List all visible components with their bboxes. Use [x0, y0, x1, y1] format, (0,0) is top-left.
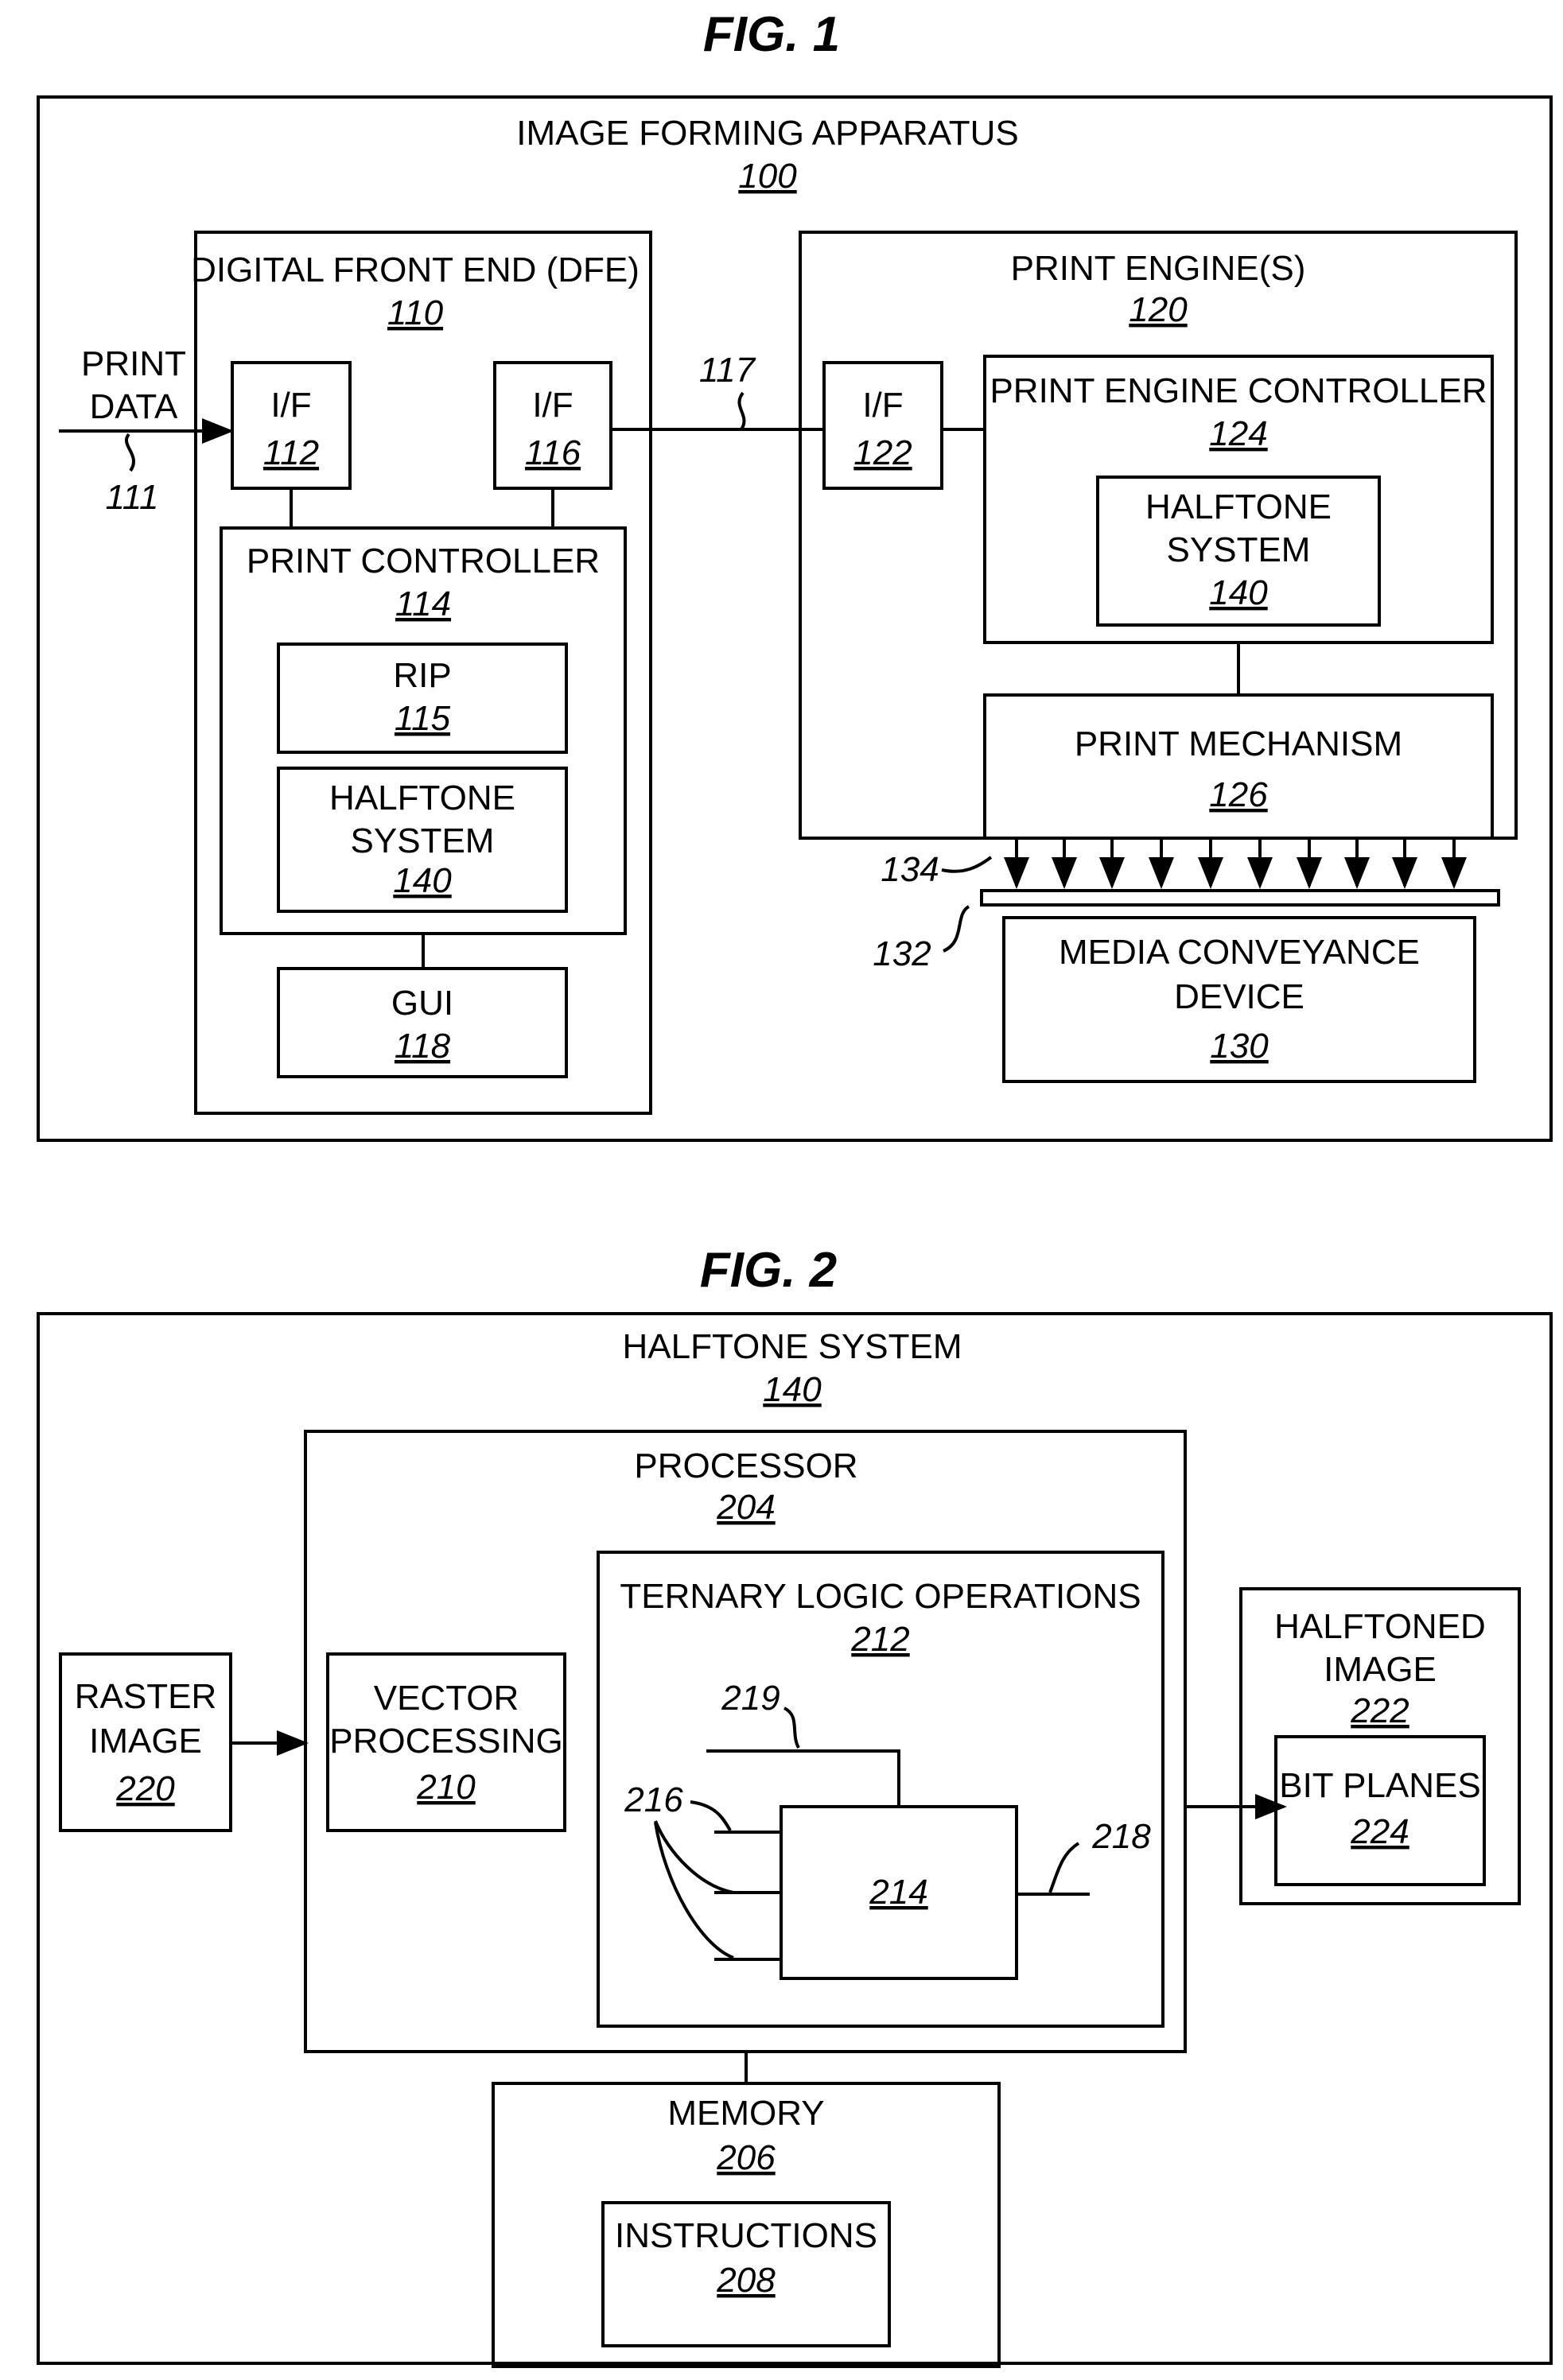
- instructions-label: INSTRUCTIONS: [615, 2216, 877, 2255]
- engine-halftone-line1: HALFTONE: [1145, 487, 1332, 526]
- apparatus-ref: 100: [738, 157, 797, 196]
- conveyance-line2: DEVICE: [1174, 977, 1304, 1016]
- engine-halftone-ref: 140: [1209, 573, 1268, 612]
- print-engine-ref: 120: [1129, 290, 1188, 329]
- interface-116: I/F 116: [495, 363, 611, 488]
- if112-label: I/F: [270, 386, 311, 425]
- if122-ref: 122: [853, 433, 912, 472]
- dfe-halftone-line2: SYSTEM: [351, 821, 495, 860]
- vector-processing-line1: VECTOR: [374, 1679, 519, 1718]
- control-input-ref: 219: [721, 1679, 780, 1718]
- nozzles-leader: [942, 857, 991, 872]
- conveyance-line1: MEDIA CONVEYANCE: [1059, 933, 1420, 972]
- print-data-leader: [126, 434, 134, 471]
- print-mechanism-ref: 126: [1209, 775, 1268, 814]
- bit-planes-ref: 224: [1350, 1812, 1409, 1851]
- logic-gate-ref: 214: [869, 1873, 927, 1912]
- rip: RIP 115: [278, 644, 566, 752]
- apparatus-label: IMAGE FORMING APPARATUS: [516, 114, 1019, 153]
- ternary-ref: 212: [850, 1620, 909, 1659]
- ternary-label: TERNARY LOGIC OPERATIONS: [620, 1577, 1141, 1616]
- bit-planes: BIT PLANES 224: [1276, 1737, 1484, 1885]
- bit-planes-box: [1276, 1737, 1484, 1885]
- bit-planes-label: BIT PLANES: [1279, 1766, 1481, 1805]
- media-conveyance-device: MEDIA CONVEYANCE DEVICE 130: [1004, 918, 1475, 1081]
- logic-gate: 214: [781, 1807, 1017, 1978]
- link-117-leader: [739, 393, 744, 429]
- raster-image-line2: IMAGE: [89, 1722, 202, 1761]
- raster-image-line1: RASTER: [75, 1677, 216, 1716]
- vector-processing: VECTOR PROCESSING 210: [328, 1654, 565, 1831]
- fig1-title: FIG. 1: [703, 7, 840, 62]
- raster-image: RASTER IMAGE 220: [60, 1654, 231, 1831]
- print-media: [982, 891, 1499, 905]
- dfe-halftone-ref: 140: [393, 861, 452, 900]
- dfe-label: DIGITAL FRONT END (DFE): [191, 250, 640, 289]
- halftoned-image-line2: IMAGE: [1324, 1650, 1437, 1689]
- raster-image-ref: 220: [115, 1769, 175, 1808]
- conveyance-ref: 130: [1210, 1027, 1269, 1066]
- dfe-halftone-line1: HALFTONE: [329, 778, 515, 817]
- halftone-system-label: HALFTONE SYSTEM: [622, 1327, 962, 1366]
- dfe-ref: 110: [387, 293, 444, 332]
- halftoned-image-ref: 222: [1350, 1691, 1409, 1730]
- engine-halftone-line2: SYSTEM: [1167, 530, 1311, 569]
- print-data-input: PRINT DATA 111: [59, 344, 231, 517]
- halftoned-image: HALFTONED IMAGE 222: [1241, 1589, 1519, 1904]
- gui: GUI 118: [278, 969, 566, 1077]
- engine-controller-ref: 124: [1209, 414, 1267, 453]
- if116-ref: 116: [525, 433, 581, 472]
- instructions-ref: 208: [716, 2261, 776, 2300]
- print-data-line1: PRINT: [81, 344, 186, 383]
- halftoned-image-line1: HALFTONED: [1274, 1607, 1486, 1646]
- processor-label: PROCESSOR: [634, 1446, 857, 1485]
- dfe-halftone-system: HALFTONE SYSTEM 140: [278, 768, 566, 911]
- interface-112: I/F 112: [232, 363, 350, 488]
- output-leader: [1050, 1843, 1079, 1893]
- nozzle-arrows: [1017, 838, 1454, 886]
- rip-label: RIP: [393, 656, 451, 695]
- memory-ref: 206: [716, 2138, 776, 2177]
- link-117-ref: 117: [699, 351, 756, 390]
- print-mechanism: PRINT MECHANISM 126: [985, 695, 1492, 838]
- gui-label: GUI: [391, 984, 453, 1023]
- vector-processing-ref: 210: [416, 1768, 476, 1807]
- vector-processing-line2: PROCESSING: [329, 1722, 562, 1761]
- if116-label: I/F: [532, 386, 573, 425]
- instructions: INSTRUCTIONS 208: [603, 2203, 889, 2346]
- print-media-strip: [982, 891, 1499, 905]
- print-data-line2: DATA: [90, 387, 178, 426]
- control-input-line: [706, 1751, 899, 1807]
- if112-ref: 112: [263, 433, 319, 472]
- print-data-ref: 111: [106, 478, 159, 517]
- media-ref: 132: [873, 934, 931, 973]
- print-controller-ref: 114: [395, 584, 451, 623]
- engine-controller-label: PRINT ENGINE CONTROLLER: [990, 371, 1487, 410]
- data-inputs-ref: 216: [624, 1780, 683, 1819]
- if122-label: I/F: [862, 386, 903, 425]
- fig2-title: FIG. 2: [700, 1243, 837, 1298]
- rip-ref: 115: [395, 699, 451, 738]
- print-controller-label: PRINT CONTROLLER: [247, 542, 600, 580]
- halftone-system-ref: 140: [763, 1370, 822, 1409]
- nozzles-ref: 134: [881, 850, 939, 889]
- interface-122: I/F 122: [824, 363, 942, 488]
- processor-ref: 204: [716, 1488, 775, 1527]
- print-mechanism-box: [985, 695, 1492, 838]
- control-input-leader: [784, 1708, 799, 1748]
- output-ref: 218: [1091, 1817, 1151, 1856]
- data-inputs-leader: [690, 1802, 730, 1831]
- print-mechanism-label: PRINT MECHANISM: [1075, 724, 1402, 763]
- memory-label: MEMORY: [667, 2094, 824, 2133]
- engine-halftone-system: HALFTONE SYSTEM 140: [1098, 477, 1379, 625]
- print-engine-label: PRINT ENGINE(S): [1011, 249, 1306, 288]
- gui-ref: 118: [395, 1027, 451, 1066]
- media-leader: [943, 907, 969, 951]
